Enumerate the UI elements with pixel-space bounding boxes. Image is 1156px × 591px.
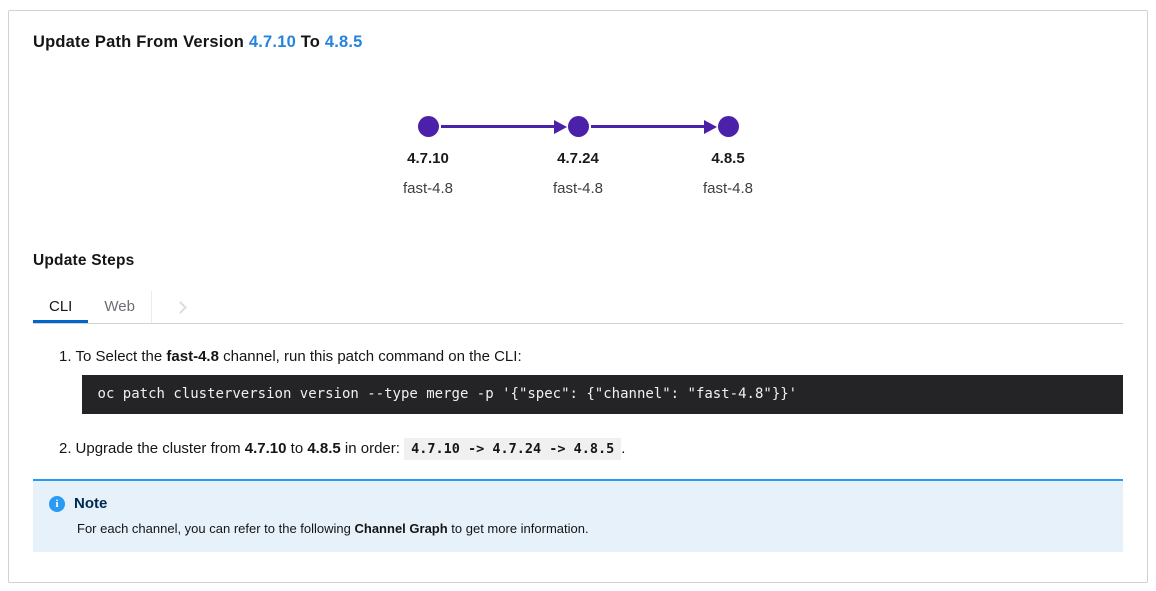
note-description: For each channel, you can refer to the f… bbox=[77, 521, 1107, 536]
title-prefix: Update Path From Version bbox=[33, 33, 249, 51]
step-1: 1. To Select the fast-4.8 channel, run t… bbox=[59, 348, 1123, 414]
node-version-label: 4.7.10 bbox=[407, 150, 449, 167]
update-graph: 4.7.10 fast-4.8 4.7.24 fast-4.8 4.8.5 fa… bbox=[353, 116, 803, 202]
step-1-text-post: channel, run this patch command on the C… bbox=[218, 348, 522, 365]
page-title: Update Path From Version 4.7.10 To 4.8.5 bbox=[33, 33, 1123, 52]
version-node-dot[interactable] bbox=[717, 116, 739, 137]
node-channel-label: fast-4.8 bbox=[552, 180, 604, 197]
chevron-right-icon bbox=[174, 300, 188, 314]
edge-arrow bbox=[441, 116, 567, 137]
graph-node: 4.8.5 fast-4.8 bbox=[653, 116, 803, 197]
title-mid: To bbox=[295, 33, 325, 51]
step-number: 1. bbox=[59, 348, 72, 365]
step-2-text: Upgrade the cluster from 4.7.10 to 4.8.5… bbox=[75, 438, 1123, 460]
graph-node: 4.7.24 fast-4.8 bbox=[503, 116, 653, 197]
note-text-post: to get more information. bbox=[447, 521, 589, 536]
edge-arrow bbox=[591, 116, 717, 137]
update-steps-list: 1. To Select the fast-4.8 channel, run t… bbox=[59, 348, 1123, 460]
node-version-label: 4.7.24 bbox=[557, 150, 599, 167]
update-steps-heading: Update Steps bbox=[33, 252, 135, 269]
step-2-from-version: 4.7.10 bbox=[244, 440, 287, 457]
edge-line bbox=[441, 125, 554, 128]
node-channel-label: fast-4.8 bbox=[702, 180, 754, 197]
note-channel-graph: Channel Graph bbox=[354, 521, 448, 536]
update-path-card: Update Path From Version 4.7.10 To 4.8.5… bbox=[8, 10, 1148, 583]
version-node-dot[interactable] bbox=[567, 116, 589, 137]
note-title: Note bbox=[74, 495, 108, 512]
note-alert: i Note For each channel, you can refer t… bbox=[33, 479, 1123, 552]
title-from-version: 4.7.10 bbox=[248, 33, 296, 51]
tab-web[interactable]: Web bbox=[88, 291, 151, 323]
arrowhead-icon bbox=[704, 119, 717, 134]
step-2-period: . bbox=[621, 440, 626, 457]
arrowhead-icon bbox=[554, 119, 567, 134]
step-1-channel: fast-4.8 bbox=[166, 348, 219, 365]
step-1-text: To Select the fast-4.8 channel, run this… bbox=[76, 348, 1123, 365]
version-node-dot[interactable] bbox=[417, 116, 439, 137]
title-to-version: 4.8.5 bbox=[324, 33, 363, 51]
step-2-to-version: 4.8.5 bbox=[307, 440, 341, 457]
step-2-text-mid: to bbox=[286, 440, 308, 457]
patch-command-code-block[interactable]: oc patch clusterversion version --type m… bbox=[81, 375, 1123, 414]
step-2-text-post: in order: bbox=[340, 440, 405, 457]
node-channel-label: fast-4.8 bbox=[402, 180, 454, 197]
upgrade-order-code: 4.7.10 -> 4.7.24 -> 4.8.5 bbox=[404, 438, 622, 460]
tab-cli[interactable]: CLI bbox=[33, 291, 89, 323]
step-2: 2. Upgrade the cluster from 4.7.10 to 4.… bbox=[59, 438, 1123, 460]
note-header: i Note bbox=[49, 495, 1107, 512]
edge-line bbox=[591, 125, 704, 128]
tab-scroll-right-button[interactable] bbox=[152, 291, 210, 323]
step-2-text-pre: Upgrade the cluster from bbox=[75, 440, 245, 457]
steps-tab-bar: CLI Web bbox=[33, 291, 1123, 324]
node-version-label: 4.8.5 bbox=[711, 150, 745, 167]
step-1-text-pre: To Select the bbox=[75, 348, 167, 365]
note-text-pre: For each channel, you can refer to the f… bbox=[77, 521, 355, 536]
graph-node: 4.7.10 fast-4.8 bbox=[353, 116, 503, 197]
info-icon: i bbox=[49, 495, 65, 512]
tab-divider bbox=[150, 291, 152, 323]
step-number: 2. bbox=[59, 440, 72, 457]
